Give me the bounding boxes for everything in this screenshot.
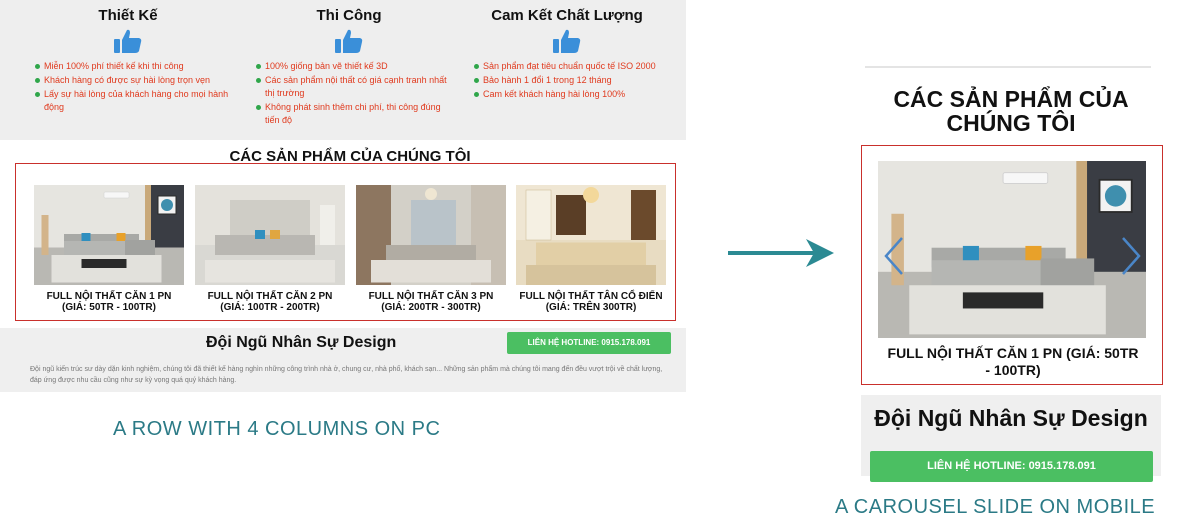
chevron-right-icon[interactable] bbox=[1119, 236, 1143, 276]
thumbs-up-icon bbox=[114, 29, 142, 53]
hotline-button[interactable]: LIÊN HỆ HOTLINE: 0915.178.091 bbox=[507, 332, 671, 354]
hotline-button[interactable]: LIÊN HỆ HOTLINE: 0915.178.091 bbox=[870, 451, 1153, 482]
product-price: (GIÁ: 100TR - 200TR) bbox=[220, 302, 320, 313]
thumbs-up-icon bbox=[553, 29, 581, 53]
feature-column-construction: Thi Công 100% giống bản vẽ thiết kế 3D C… bbox=[237, 6, 461, 128]
feature-column-design: Thiết Kế Miễn 100% phí thiết kế khi thi … bbox=[16, 6, 240, 115]
feature-item: Cam kết khách hàng hài lòng 100% bbox=[474, 88, 675, 101]
feature-item: Không phát sinh thêm chi phí, thi công đ… bbox=[256, 101, 457, 127]
divider bbox=[865, 66, 1151, 68]
pc-screenshot: Thiết Kế Miễn 100% phí thiết kế khi thi … bbox=[0, 0, 686, 392]
product-image[interactable] bbox=[34, 185, 184, 285]
product-card[interactable]: FULL NỘI THẤT CĂN 3 PN (GIÁ: 200TR - 300… bbox=[356, 185, 506, 313]
thumbs-up-icon bbox=[335, 29, 363, 53]
feature-item: Sản phẩm đạt tiêu chuẩn quốc tế ISO 2000 bbox=[474, 60, 675, 73]
carousel-slide-image[interactable] bbox=[878, 161, 1146, 338]
feature-item: 100% giống bản vẽ thiết kế 3D bbox=[256, 60, 457, 73]
feature-list: Sản phẩm đạt tiêu chuẩn quốc tế ISO 2000… bbox=[455, 60, 679, 101]
product-price: (GIÁ: 200TR - 300TR) bbox=[381, 302, 481, 313]
caption-pc: A ROW WITH 4 COLUMNS ON PC bbox=[113, 418, 441, 440]
product-price: (GIÁ: 50TR - 100TR) bbox=[62, 302, 156, 313]
feature-item: Miễn 100% phí thiết kế khi thi công bbox=[35, 60, 236, 73]
team-description: Đội ngũ kiến trúc sư dày dặn kinh nghiệm… bbox=[30, 366, 663, 384]
product-image[interactable] bbox=[195, 185, 345, 285]
chevron-left-icon[interactable] bbox=[882, 236, 906, 276]
feature-list: Miễn 100% phí thiết kế khi thi công Khác… bbox=[16, 60, 240, 114]
products-row: FULL NỘI THẤT CĂN 1 PN (GIÁ: 50TR - 100T… bbox=[15, 163, 676, 321]
product-image[interactable] bbox=[356, 185, 506, 285]
products-title: CÁC SẢN PHẨM CỦA CHÚNG TÔI bbox=[229, 148, 471, 165]
product-card[interactable]: FULL NỘI THẤT CĂN 1 PN (GIÁ: 50TR - 100T… bbox=[34, 185, 184, 313]
feature-list: 100% giống bản vẽ thiết kế 3D Các sản ph… bbox=[237, 60, 461, 127]
product-name[interactable]: FULL NỘI THẤT CĂN 1 PN bbox=[46, 291, 172, 302]
product-image[interactable] bbox=[516, 185, 666, 285]
product-card[interactable]: FULL NỘI THẤT TÂN CỔ ĐIỂN (GIÁ: TRÊN 300… bbox=[516, 185, 666, 313]
feature-item: Các sản phẩm nội thất có giá cạnh tranh … bbox=[256, 74, 457, 100]
product-name[interactable]: FULL NỘI THẤT CĂN 3 PN bbox=[368, 291, 494, 302]
team-title: Đội Ngũ Nhân Sự Design bbox=[874, 405, 1148, 431]
arrow-right-icon bbox=[728, 239, 834, 267]
products-carousel[interactable]: FULL NỘI THẤT CĂN 1 PN (GIÁ: 50TR - 100T… bbox=[861, 145, 1163, 385]
team-title: Đội Ngũ Nhân Sự Design bbox=[206, 334, 397, 351]
mobile-screenshot: CÁC SẢN PHẨM CỦA CHÚNG TÔI FULL NỘI THẤT… bbox=[861, 66, 1163, 482]
product-name[interactable]: FULL NỘI THẤT CĂN 2 PN bbox=[207, 291, 333, 302]
product-name[interactable]: FULL NỘI THẤT TÂN CỔ ĐIỂN bbox=[519, 291, 663, 302]
pc-features-section: Thiết Kế Miễn 100% phí thiết kế khi thi … bbox=[0, 0, 686, 140]
products-title: CÁC SẢN PHẨM CỦA CHÚNG TÔI bbox=[893, 86, 1129, 136]
feature-item: Lấy sự hài lòng của khách hàng cho mọi h… bbox=[35, 88, 236, 114]
caption-mobile: A CAROUSEL SLIDE ON MOBILE bbox=[835, 496, 1156, 518]
product-card[interactable]: FULL NỘI THẤT CĂN 2 PN (GIÁ: 100TR - 200… bbox=[195, 185, 345, 313]
feature-item: Khách hàng có được sự hài lòng trọn vẹn bbox=[35, 74, 236, 87]
feature-title: Thiết Kế bbox=[98, 7, 158, 24]
feature-title: Thi Công bbox=[316, 7, 382, 24]
feature-column-quality: Cam Kết Chất Lượng Sản phẩm đạt tiêu chu… bbox=[455, 6, 679, 102]
pc-team-section: Đội Ngũ Nhân Sự Design LIÊN HỆ HOTLINE: … bbox=[0, 328, 686, 392]
feature-item: Bảo hành 1 đổi 1 trong 12 tháng bbox=[474, 74, 675, 87]
feature-title: Cam Kết Chất Lượng bbox=[491, 7, 643, 24]
carousel-slide-name[interactable]: FULL NỘI THẤT CĂN 1 PN (GIÁ: 50TR - 100T… bbox=[887, 345, 1139, 378]
product-price: (GIÁ: TRÊN 300TR) bbox=[545, 302, 637, 313]
